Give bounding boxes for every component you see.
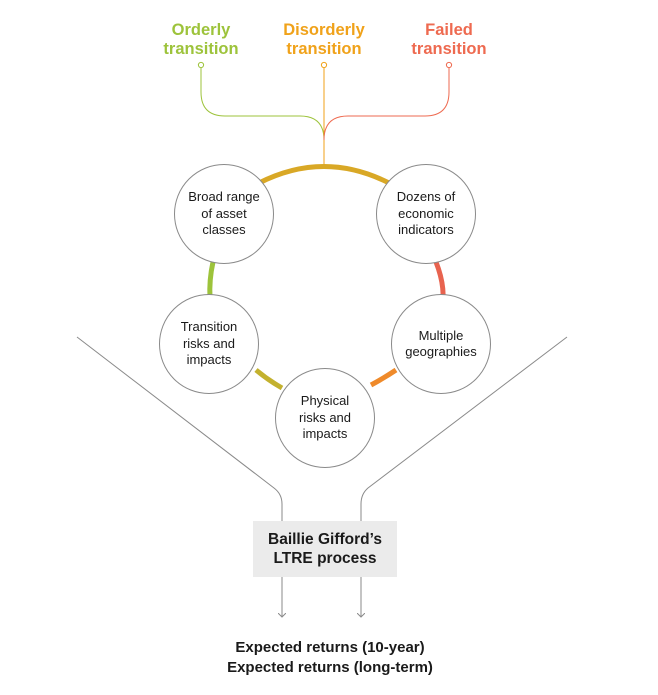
orderly-connector-dot — [197, 61, 205, 69]
failed-connector-dot — [445, 61, 453, 69]
factor-ring — [207, 164, 446, 391]
factor-transition-risks: Transition risks and impacts — [159, 294, 259, 394]
factor-geographies: Multiple geographies — [391, 294, 491, 394]
funnel — [76, 336, 568, 617]
scenario-orderly-label: Orderly transition — [163, 21, 239, 58]
funnel-right-line — [360, 336, 568, 521]
output-ten-year: Expected returns (10-year) — [235, 639, 425, 656]
scenario-failed-label: Failed transition — [411, 21, 487, 58]
factor-physical-risks: Physical risks and impacts — [275, 368, 375, 468]
output-long-term: Expected returns (long-term) — [227, 659, 433, 676]
disorderly-connector-dot — [320, 61, 328, 69]
scenario-connectors — [197, 61, 453, 165]
factor-asset-classes: Broad range of asset classes — [174, 164, 274, 264]
scenario-disorderly-label: Disorderly transition — [283, 21, 365, 58]
factor-economic-indicators: Dozens of economic indicators — [376, 164, 476, 264]
ring-segment-lower-right — [369, 367, 398, 388]
ring-segment-top — [257, 164, 391, 186]
failed-connector — [323, 66, 450, 141]
ring-segment-left — [207, 261, 216, 299]
ring-segment-lower-left — [254, 368, 284, 391]
ltre-process-box: Baillie Gifford’s LTRE process — [253, 521, 397, 577]
funnel-left-line — [76, 336, 283, 521]
orderly-connector — [200, 66, 325, 141]
